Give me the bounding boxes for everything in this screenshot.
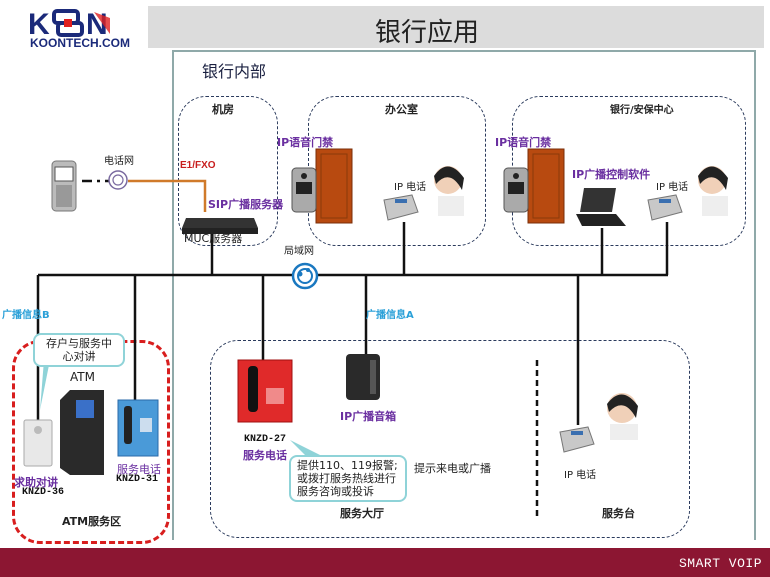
security-operator-icon xyxy=(698,166,728,216)
label-lan: 局域网 xyxy=(284,246,314,257)
bank-interior-frame xyxy=(172,50,756,540)
label-muc-server: MUC服务器 xyxy=(184,232,243,245)
label-ip-door-security: IP语音门禁 xyxy=(495,136,552,149)
muc-server-icon xyxy=(182,218,258,234)
zone-label-security-center: 银行/安保中心 xyxy=(610,105,674,116)
label-e1-fxo: E1/FXO xyxy=(180,160,216,171)
label-service-phone-hall: 服务电话 xyxy=(243,449,287,462)
security-door-intercom-icon xyxy=(503,167,529,213)
zone-label-atm-area: ATM服务区 xyxy=(62,515,122,528)
label-ip-door-office: IP语音门禁 xyxy=(277,136,334,149)
label-ip-broadcast-software: IP广播控制软件 xyxy=(572,168,651,181)
zone-label-office: 办公室 xyxy=(385,103,418,116)
zone-label-service-desk: 服务台 xyxy=(602,507,635,520)
pstn-trunk-line xyxy=(128,179,207,212)
help-intercom-icon xyxy=(23,419,53,467)
office-door-intercom-icon xyxy=(291,167,317,213)
label-prompt: 提示来电或广播 xyxy=(414,462,491,475)
atm-service-phone-icon xyxy=(117,399,159,457)
security-ip-phone-icon xyxy=(647,194,683,221)
atm-machine-icon xyxy=(60,390,104,475)
label-ip-phone-desk: IP 电话 xyxy=(564,470,597,481)
desk-operator-icon xyxy=(607,393,638,440)
mobile-phone-icon xyxy=(51,160,77,212)
label-ip-speaker: IP广播音箱 xyxy=(340,410,397,423)
label-phone-network: 电话网 xyxy=(104,156,134,167)
svg-text:K: K xyxy=(28,8,50,38)
label-knzd-36: KNZD-36 xyxy=(22,487,65,498)
label-help-intercom: 求助对讲 xyxy=(14,476,58,489)
zone-label-service-hall: 服务大厅 xyxy=(340,507,384,520)
koontech-logo: K N xyxy=(28,8,140,50)
footer-bar xyxy=(0,548,770,577)
label-service-phone-atm: 服务电话 xyxy=(117,463,161,476)
label-broadcast-a: 广播信息A xyxy=(366,310,414,321)
atm-bubble: 存户与服务中心对讲 xyxy=(33,333,125,367)
title-bar xyxy=(148,6,764,48)
office-door-icon xyxy=(315,148,353,224)
desk-ip-phone-icon xyxy=(559,426,595,453)
section-title: 银行内部 xyxy=(202,62,267,81)
label-ip-phone-security: IP 电话 xyxy=(656,182,689,193)
office-ip-phone-icon xyxy=(383,194,419,221)
page-title: 银行应用 xyxy=(375,18,480,48)
security-door-icon xyxy=(527,148,565,224)
hall-service-phone-icon xyxy=(237,359,293,423)
ip-speaker-icon xyxy=(346,354,380,400)
label-ip-phone-office: IP 电话 xyxy=(394,182,427,193)
office-operator-icon xyxy=(434,166,464,216)
atm-bubble-pointer xyxy=(40,360,50,410)
label-knzd-31: KNZD-31 xyxy=(116,474,159,485)
pstn-icon xyxy=(108,170,128,190)
footer-text: SMART VOIP xyxy=(678,556,762,571)
hall-bubble: 提供110、119报警;或拨打服务热线进行服务咨询或投诉 xyxy=(289,455,407,502)
label-broadcast-b: 广播信息B xyxy=(2,310,50,321)
logo-text: KOONTECH.COM xyxy=(30,36,130,50)
label-atm: ATM xyxy=(70,370,95,384)
lan-icon xyxy=(291,262,319,290)
zone-label-machine-room: 机房 xyxy=(212,103,234,116)
zone-service-hall xyxy=(210,340,690,538)
zone-machine-room xyxy=(178,96,278,246)
label-knzd-27: KNZD-27 xyxy=(244,434,287,445)
label-sip-server: SIP广播服务器 xyxy=(208,198,284,211)
laptop-icon xyxy=(576,188,626,226)
